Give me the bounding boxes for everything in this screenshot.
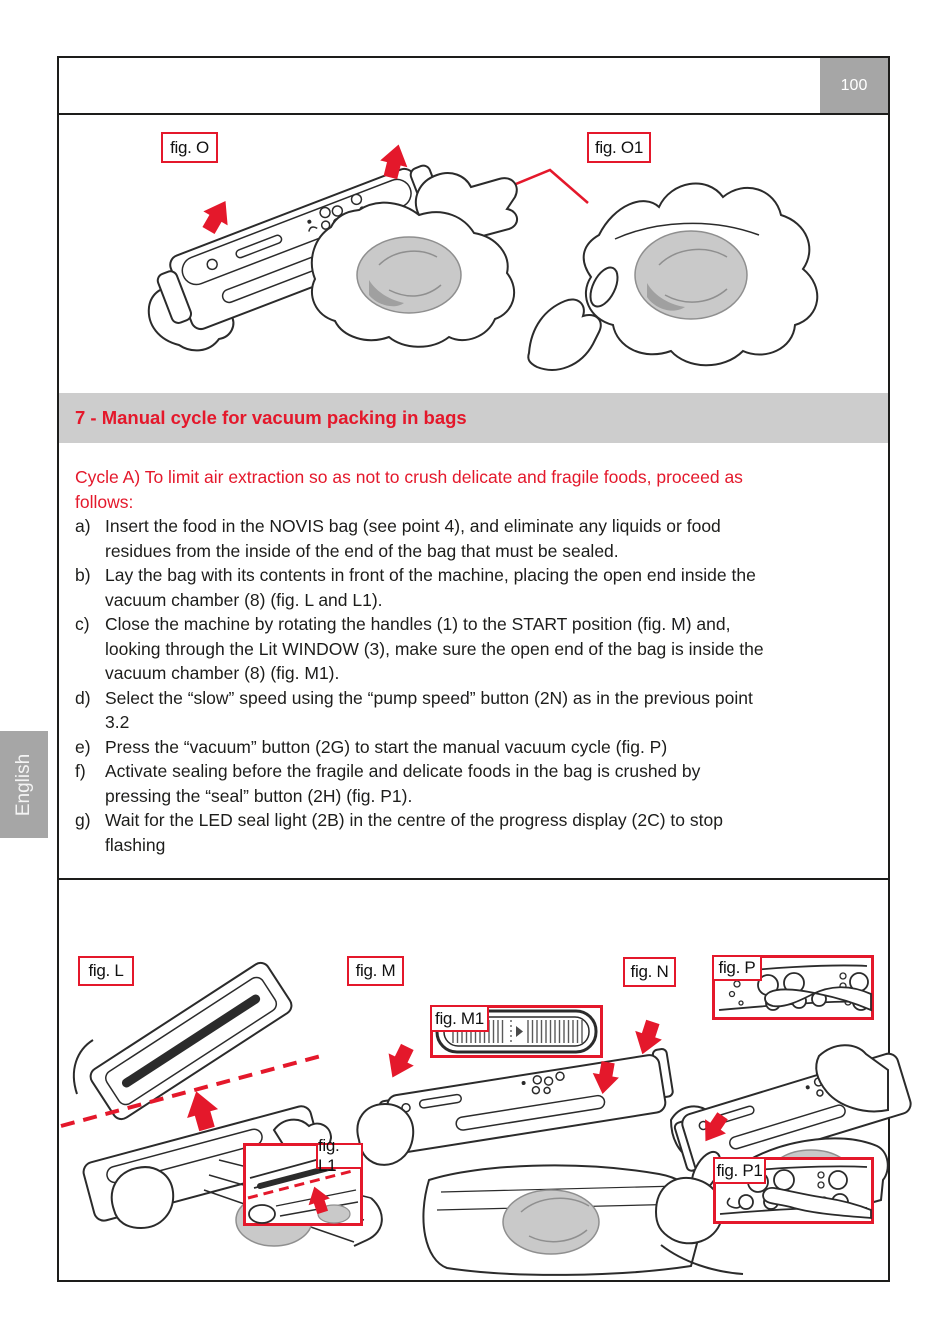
step-letter: c) bbox=[75, 614, 90, 634]
step-item-e: e) Press the “vacuum” button (2G) to sta… bbox=[75, 735, 848, 760]
page-number: 100 bbox=[840, 76, 868, 94]
fig-o-label: fig. O bbox=[161, 132, 218, 163]
bag-under-machine-drawing bbox=[310, 201, 516, 348]
fig-p1-inset: fig. P1 bbox=[713, 1157, 874, 1224]
fig-o1-label-text: fig. O1 bbox=[595, 137, 643, 157]
fig-m1-label-text: fig. M1 bbox=[435, 1008, 484, 1028]
fig-p-label-text: fig. P bbox=[718, 958, 756, 977]
fig-m1-label: fig. M1 bbox=[430, 1005, 489, 1032]
fig-p-label: fig. P bbox=[712, 955, 762, 981]
step-letter: g) bbox=[75, 810, 91, 830]
fig-o-and-o1-illustration bbox=[147, 141, 819, 371]
step-text: Lay the bag with its contents in front o… bbox=[105, 565, 756, 610]
fig-l1-label-text: fig. L1 bbox=[318, 1136, 340, 1175]
top-illustration-panel: fig. O fig. O1 bbox=[59, 115, 888, 393]
red-dashed-seal-line-inset bbox=[247, 1168, 357, 1200]
fig-p1-panel-drawing bbox=[719, 1165, 872, 1219]
fig-p-inset: fig. P bbox=[712, 955, 874, 1020]
window-arrow-marker bbox=[516, 1026, 523, 1037]
finger-drawing bbox=[764, 986, 872, 1012]
fig-l1-label: fig. L1 bbox=[316, 1136, 363, 1175]
finger-drawing bbox=[762, 1187, 872, 1219]
step-text: Activate sealing before the fragile and … bbox=[105, 761, 701, 806]
fig-l-label: fig. L bbox=[78, 956, 134, 986]
step-item-b: b) Lay the bag with its contents in fron… bbox=[75, 563, 848, 612]
fig-n-label-text: fig. N bbox=[630, 962, 669, 981]
o1-hand-drawing bbox=[527, 266, 619, 371]
red-arrow-fig-m-left bbox=[379, 1040, 420, 1084]
fig-m1-inset: fig. M1 bbox=[430, 1005, 603, 1058]
step-letter: a) bbox=[75, 516, 91, 536]
page-number-badge: 100 bbox=[820, 58, 888, 113]
step-text: Insert the food in the NOVIS bag (see po… bbox=[105, 516, 721, 561]
bottom-illustration-panel: fig. L fig. M fig. N bbox=[59, 880, 912, 1280]
fig-m-label: fig. M bbox=[347, 956, 404, 986]
step-letter: d) bbox=[75, 687, 91, 708]
red-arrow-fig-l bbox=[180, 1086, 223, 1134]
fig-l-m-n-illustration bbox=[60, 961, 912, 1276]
fig-o1-label: fig. O1 bbox=[587, 132, 651, 163]
step-item-d: d) Select the “slow” speed using the “pu… bbox=[75, 686, 848, 735]
fig-n-label: fig. N bbox=[623, 957, 676, 987]
fig-p1-label-text: fig. P1 bbox=[716, 1160, 763, 1180]
language-tab-text: English bbox=[13, 753, 35, 816]
red-arrow-left-handle bbox=[196, 194, 238, 238]
fig-l-label-text: fig. L bbox=[88, 961, 124, 980]
step-item-g: g) Wait for the LED seal light (2B) in t… bbox=[75, 808, 848, 857]
step-letter: e) bbox=[75, 736, 91, 757]
header-strip: 100 bbox=[59, 58, 888, 115]
section-title-bar: 7 - Manual cycle for vacuum packing in b… bbox=[59, 393, 888, 443]
language-tab: English bbox=[0, 731, 48, 838]
step-item-c: c) Close the machine by rotating the han… bbox=[75, 612, 848, 686]
sealed-bag-drawing bbox=[582, 182, 819, 367]
horizontal-divider bbox=[59, 878, 888, 880]
content-frame: 100 bbox=[57, 56, 912, 1282]
step-text: Wait for the LED seal light (2B) in the … bbox=[105, 810, 723, 855]
step-text: Select the “slow” speed using the “pump … bbox=[105, 687, 753, 733]
cycle-intro-text: Cycle A) To limit air extraction so as n… bbox=[75, 467, 743, 512]
fig-l1-inset: fig. L1 bbox=[243, 1136, 363, 1226]
step-letter: f) bbox=[75, 761, 86, 781]
step-item-a: a) Insert the food in the NOVIS bag (see… bbox=[75, 514, 848, 563]
step-text: Close the machine by rotating the handle… bbox=[105, 614, 764, 683]
step-item-f: f) Activate sealing before the fragile a… bbox=[75, 759, 848, 808]
fig-m-label-text: fig. M bbox=[355, 961, 396, 980]
step-letter: b) bbox=[75, 565, 91, 585]
step-text: Press the “vacuum” button (2G) to start … bbox=[105, 736, 668, 757]
fig-p1-label: fig. P1 bbox=[713, 1157, 766, 1184]
fig-o-label-text: fig. O bbox=[170, 137, 209, 157]
body-text-block: Cycle A) To limit air extraction so as n… bbox=[59, 443, 888, 857]
section-title: 7 - Manual cycle for vacuum packing in b… bbox=[75, 407, 467, 428]
